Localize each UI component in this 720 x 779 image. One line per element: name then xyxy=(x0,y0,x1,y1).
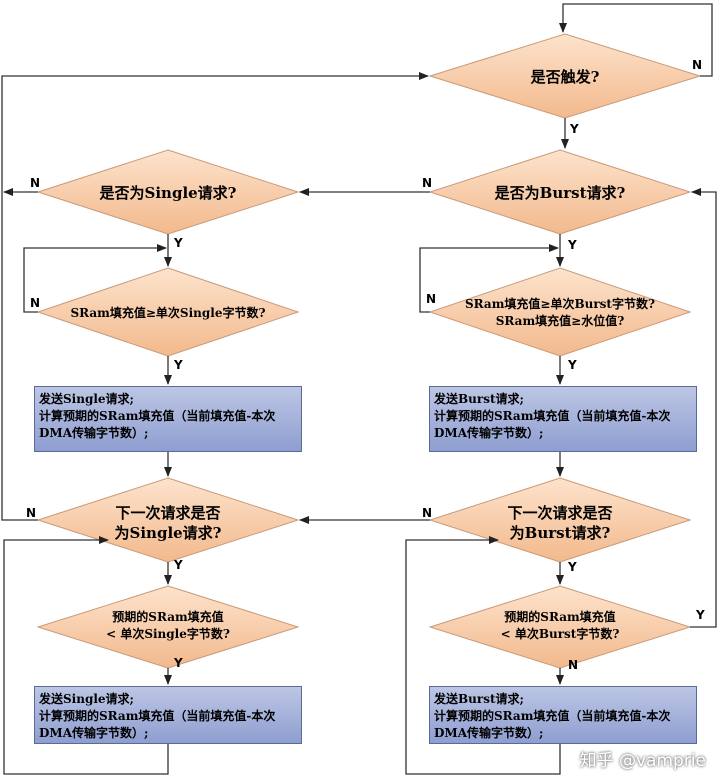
label-no-trigger: N xyxy=(692,58,703,72)
send-burst-1-line-3: DMA传输字节数）; xyxy=(434,426,544,440)
label-no-predicted-burst: N xyxy=(568,658,579,672)
edge-next-single-no xyxy=(1,72,429,521)
label-yes-single-fill: Y xyxy=(174,358,183,372)
send-burst-2-line-2: 计算预期的SRam填充值（当前填充值-本次 xyxy=(434,709,671,723)
predicted-burst-text-2: < 单次Burst字节数? xyxy=(500,627,620,641)
edge-trigger-no-loop xyxy=(559,3,713,77)
single-request-text: 是否为Single请求? xyxy=(99,184,237,202)
edge-single-fill-no-loop xyxy=(23,244,167,313)
label-yes-burst: Y xyxy=(568,238,577,252)
label-yes-single: Y xyxy=(174,236,183,250)
next-burst-text-2: 为Burst请求? xyxy=(509,524,611,542)
next-single-text-1: 下一次请求是否 xyxy=(115,504,221,522)
watermark: 知乎 @vamprie xyxy=(579,751,706,771)
send-single-1-line-3: DMA传输字节数）; xyxy=(39,426,149,440)
edge-predicted-burst-yes xyxy=(690,188,717,628)
label-yes-predicted-burst: Y xyxy=(696,608,705,622)
edge-send-burst-2-loop xyxy=(405,536,561,775)
label-yes-burst-fill: Y xyxy=(568,358,577,372)
edge-burst-fill-no-loop xyxy=(419,244,559,313)
burst-request-text: 是否为Burst请求? xyxy=(494,184,626,202)
send-burst-1-line-2: 计算预期的SRam填充值（当前填充值-本次 xyxy=(434,409,671,423)
label-yes-next-single: Y xyxy=(174,558,183,572)
send-single-1-line-1: 发送Single请求; xyxy=(39,392,134,406)
label-yes-trigger: Y xyxy=(570,122,579,136)
send-burst-2-line-3: DMA传输字节数）; xyxy=(434,726,544,740)
label-no-single-fill: N xyxy=(30,296,41,310)
burst-fill-text-2: SRam填充值≥水位值? xyxy=(495,314,625,328)
send-single-box-2: 发送Single请求; 计算预期的SRam填充值（当前填充值-本次 DMA传输字… xyxy=(34,686,302,744)
send-single-box-1: 发送Single请求; 计算预期的SRam填充值（当前填充值-本次 DMA传输字… xyxy=(34,386,302,452)
burst-fill-text-1: SRam填充值≥单次Burst字节数? xyxy=(465,297,655,311)
send-burst-2-line-1: 发送Burst请求; xyxy=(434,692,524,706)
edge-send-single-2-loop xyxy=(3,536,169,775)
predicted-single-text-1: 预期的SRam填充值 xyxy=(112,610,224,624)
trigger-text: 是否触发? xyxy=(530,68,600,86)
single-fill-text: SRam填充值≥单次Single字节数? xyxy=(70,306,266,320)
label-no-next-burst: N xyxy=(422,506,433,520)
send-single-1-line-2: 计算预期的SRam填充值（当前填充值-本次 xyxy=(39,409,276,423)
send-burst-box-1: 发送Burst请求; 计算预期的SRam填充值（当前填充值-本次 DMA传输字节… xyxy=(429,386,697,452)
label-yes-predicted-single: Y xyxy=(174,656,183,670)
send-single-2-line-3: DMA传输字节数）; xyxy=(39,726,149,740)
label-no-single: N xyxy=(30,176,41,190)
label-no-burst: N xyxy=(422,176,433,190)
send-burst-box-2: 发送Burst请求; 计算预期的SRam填充值（当前填充值-本次 DMA传输字节… xyxy=(429,686,697,744)
send-burst-1-line-1: 发送Burst请求; xyxy=(434,392,524,406)
predicted-burst-text-1: 预期的SRam填充值 xyxy=(504,610,616,624)
label-no-next-single: N xyxy=(26,506,37,520)
next-burst-text-1: 下一次请求是否 xyxy=(507,504,613,522)
label-no-burst-fill: N xyxy=(426,292,437,306)
next-single-text-2: 为Single请求? xyxy=(114,524,222,542)
send-single-2-line-2: 计算预期的SRam填充值（当前填充值-本次 xyxy=(39,709,276,723)
predicted-single-text-2: < 单次Single字节数? xyxy=(106,627,230,641)
label-yes-next-burst: Y xyxy=(568,560,577,574)
send-single-2-line-1: 发送Single请求; xyxy=(39,692,134,706)
